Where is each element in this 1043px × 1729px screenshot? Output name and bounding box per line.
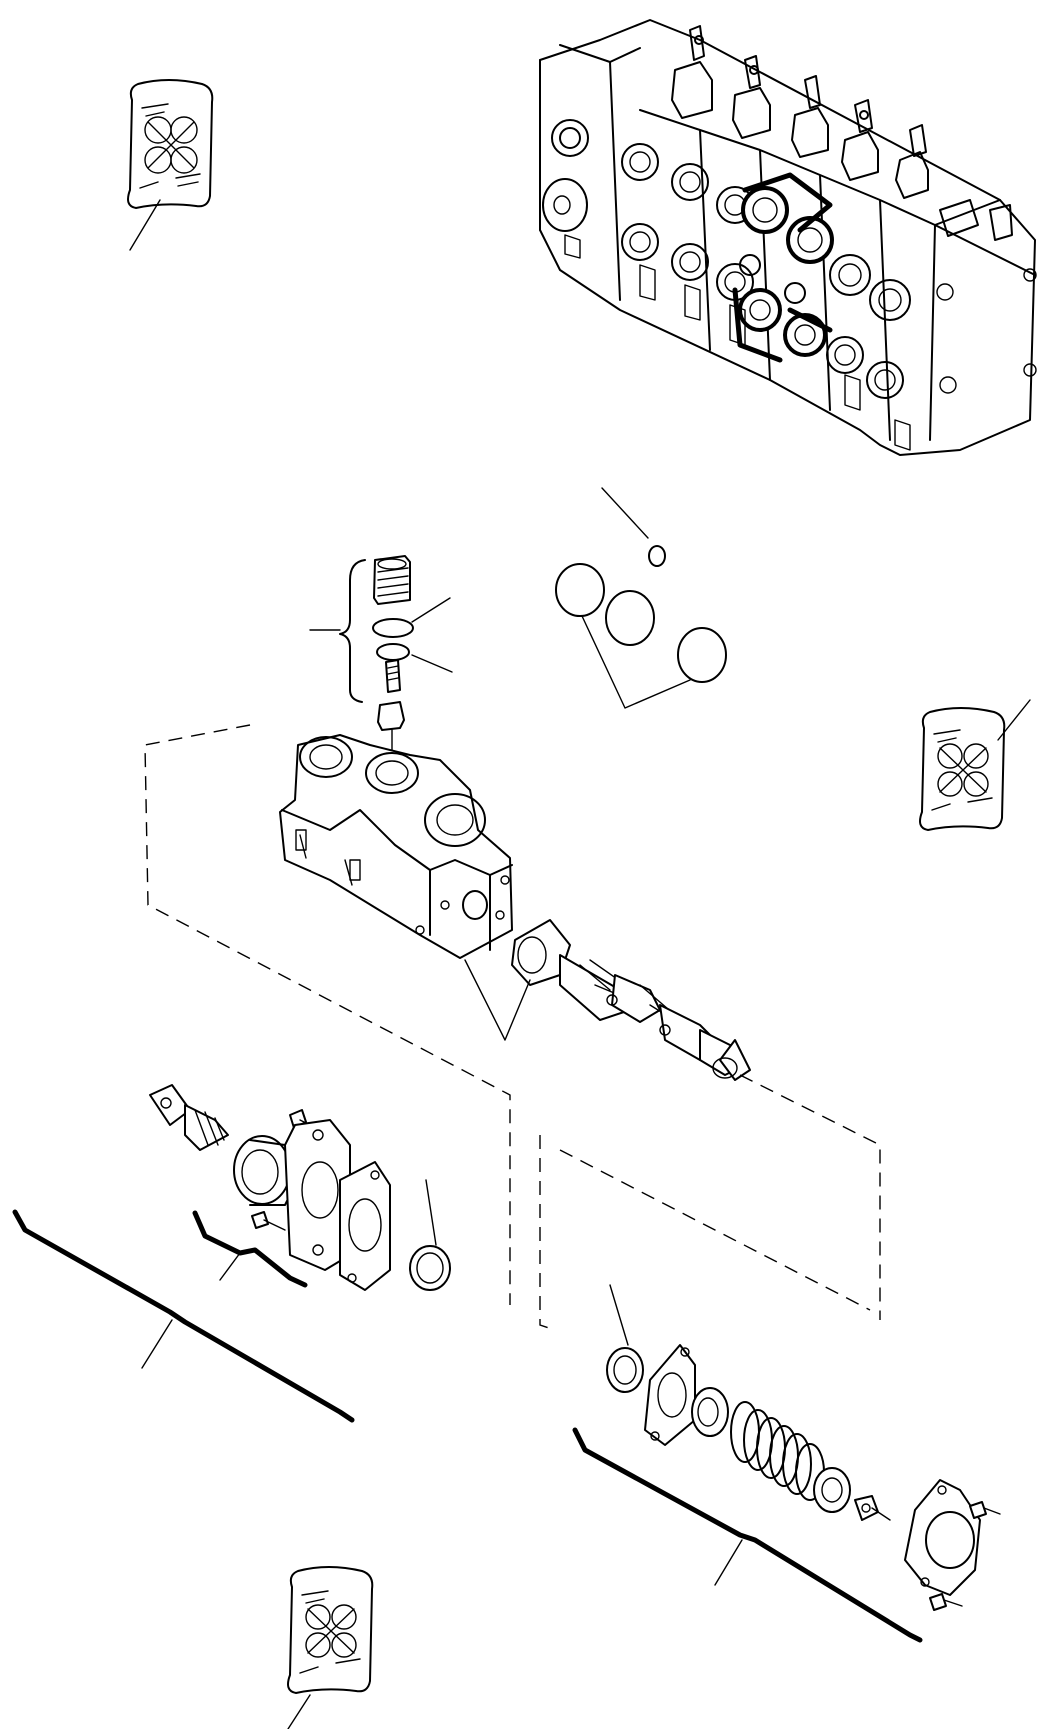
kit-bag-icon-top-left (127, 79, 214, 209)
leader-bag-r (997, 699, 1031, 741)
o-ring-set (555, 487, 727, 709)
assembly-guide-lines (144, 724, 881, 1331)
valve-section-body (279, 734, 513, 959)
relief-valve-kit (309, 555, 453, 751)
right-spring-assembly (572, 1284, 1001, 1643)
spool (511, 919, 751, 1081)
leader-spool (464, 959, 531, 1041)
control-valve-bank (539, 19, 1037, 456)
leader-bag-b (287, 1694, 311, 1729)
kit-bag-icon-right (919, 707, 1006, 831)
kit-bag-icon-bottom (287, 1566, 374, 1694)
left-cap-assembly (12, 1084, 451, 1423)
leader-bag-tl (129, 199, 161, 251)
